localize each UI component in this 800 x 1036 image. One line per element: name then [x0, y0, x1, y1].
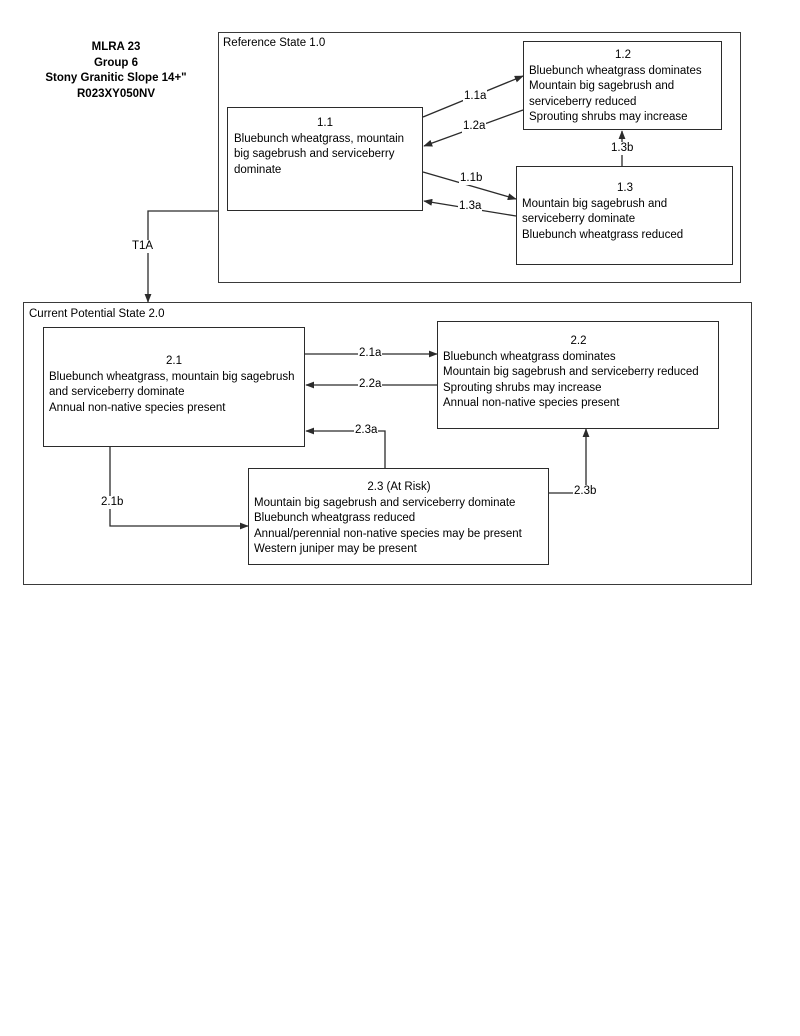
- transition-label-1-1b: 1.1b: [459, 172, 484, 185]
- phase-2-3-description: Mountain big sagebrush and serviceberry …: [254, 496, 522, 556]
- transition-label-1-2a: 1.2a: [462, 120, 487, 133]
- transition-label-2-1a: 2.1a: [358, 347, 383, 360]
- title-line-mlra: MLRA 23: [91, 41, 141, 53]
- title-block: MLRA 23 Group 6 Stony Granitic Slope 14+…: [18, 40, 214, 102]
- title-line-site: Stony Granitic Slope 14+": [45, 72, 187, 84]
- phase-1-3-description: Mountain big sagebrush and serviceberry …: [522, 197, 684, 241]
- phase-box-2-3[interactable]: 2.3 (At Risk) Mountain big sagebrush and…: [248, 468, 549, 565]
- transition-label-2-2a: 2.2a: [358, 378, 383, 391]
- phase-2-1-id: 2.1: [166, 355, 182, 367]
- phase-2-2-description: Bluebunch wheatgrass dominates Mountain …: [443, 350, 699, 410]
- phase-2-1-description: Bluebunch wheatgrass, mountain big sageb…: [49, 370, 295, 414]
- transition-label-1-3b: 1.3b: [610, 142, 635, 155]
- title-line-code: R023XY050NV: [77, 87, 155, 100]
- phase-1-1-id: 1.1: [317, 117, 333, 129]
- phase-box-1-1[interactable]: 1.1 Bluebunch wheatgrass, mountain big s…: [227, 107, 423, 211]
- reference-state-container: [218, 32, 741, 283]
- phase-box-1-2[interactable]: 1.2 Bluebunch wheatgrass dominates Mount…: [523, 41, 722, 130]
- phase-1-1-description: Bluebunch wheatgrass, mountain big sageb…: [234, 132, 405, 176]
- phase-1-2-id: 1.2: [615, 49, 631, 61]
- transition-label-2-1b: 2.1b: [100, 496, 125, 509]
- phase-2-3-id: 2.3 (At Risk): [367, 481, 431, 493]
- phase-box-2-2[interactable]: 2.2 Bluebunch wheatgrass dominates Mount…: [437, 321, 719, 429]
- current-potential-state-container: [23, 302, 752, 585]
- transition-label-1-1a: 1.1a: [463, 90, 488, 103]
- transition-label-t1a: T1A: [131, 240, 155, 253]
- arrow-t1a: [144, 210, 218, 303]
- phase-box-2-1[interactable]: 2.1 Bluebunch wheatgrass, mountain big s…: [43, 327, 305, 447]
- reference-state-label: Reference State 1.0: [223, 37, 326, 49]
- phase-box-1-3[interactable]: 1.3 Mountain big sagebrush and servicebe…: [516, 166, 733, 265]
- current-potential-state-label: Current Potential State 2.0: [29, 308, 165, 320]
- phase-1-3-id: 1.3: [617, 182, 633, 194]
- phase-2-2-id: 2.2: [570, 335, 587, 347]
- phase-1-2-description: Bluebunch wheatgrass dominates Mountain …: [529, 64, 702, 124]
- transition-label-1-3a: 1.3a: [458, 200, 483, 213]
- title-line-group: Group 6: [93, 56, 139, 69]
- transition-label-2-3a: 2.3a: [354, 424, 379, 437]
- transition-label-2-3b: 2.3b: [573, 485, 598, 498]
